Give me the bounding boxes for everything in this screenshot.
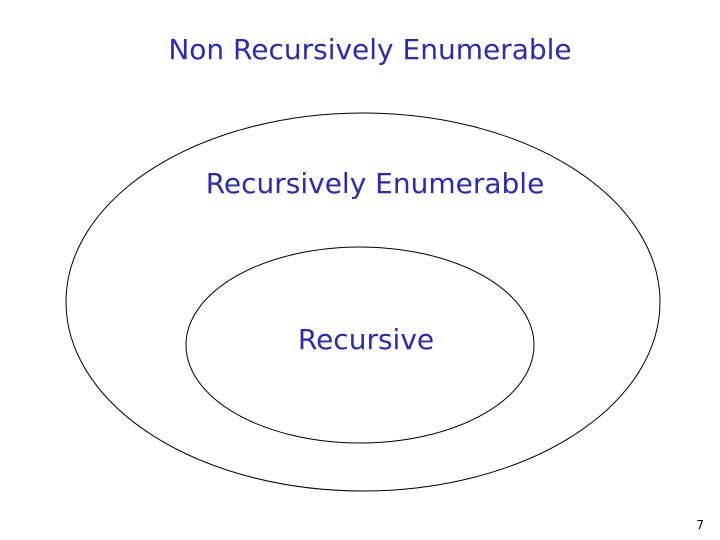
non-recursively-enumerable-label: Non Recursively Enumerable xyxy=(168,33,572,66)
recursive-ellipse xyxy=(185,246,535,444)
recursively-enumerable-ellipse xyxy=(65,112,661,492)
recursively-enumerable-label: Recursively Enumerable xyxy=(205,167,545,200)
recursive-label: Recursive xyxy=(297,323,435,356)
page-number: 7 xyxy=(696,518,704,532)
